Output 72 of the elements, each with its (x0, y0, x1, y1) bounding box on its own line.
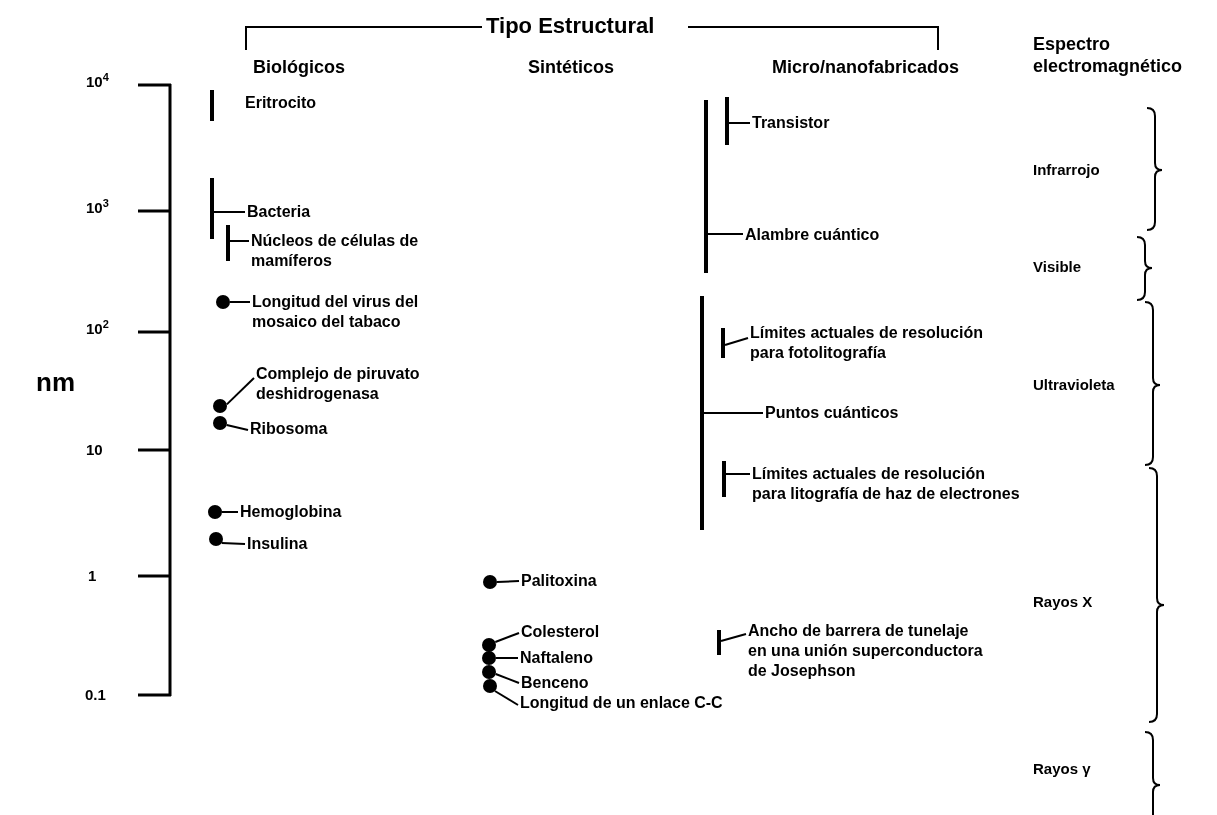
size-dot (208, 505, 222, 519)
leader-line (221, 511, 239, 513)
item-label: Eritrocito (245, 93, 317, 113)
range-bar (725, 97, 729, 145)
leader-line (225, 424, 249, 431)
size-dot (482, 651, 496, 665)
item-label: Benceno (521, 673, 589, 693)
item-label: Transistor (752, 113, 830, 133)
item-label: Ancho de barrera de tunelaje en una unión superconductora de Josephson (748, 621, 983, 681)
size-dot (216, 295, 230, 309)
size-dot (213, 416, 227, 430)
range-bar (704, 100, 708, 273)
item-label: Puntos cuánticos (765, 403, 899, 423)
leader-line (720, 633, 747, 642)
item-label: Bacteria (247, 202, 311, 222)
leader-line (229, 301, 251, 303)
item-label: Insulina (247, 534, 308, 554)
column-header: Biológicos (253, 57, 345, 77)
range-bar (722, 461, 726, 497)
item-label: Naftaleno (520, 648, 593, 668)
size-dot (209, 532, 223, 546)
tick-label: 1 (88, 566, 97, 586)
range-bar (226, 225, 230, 261)
size-dot (483, 679, 497, 693)
spectrum-label: Rayos γ (1033, 759, 1091, 779)
size-dot (482, 665, 496, 679)
bracket-title: Tipo Estructural (486, 12, 655, 40)
size-dot (482, 638, 496, 652)
tick-label: 10 (86, 440, 103, 460)
size-dot (483, 575, 497, 589)
leader-line (496, 580, 520, 583)
range-bar (717, 630, 721, 655)
range-bar (210, 178, 214, 239)
item-label: Alambre cuántico (745, 225, 880, 245)
leader-line (220, 542, 246, 545)
leader-line (225, 377, 255, 406)
spectrum-label: Infrarrojo (1033, 160, 1100, 180)
spectrum-label: Ultravioleta (1033, 375, 1115, 395)
tick-label: 10$^{3}$ (86, 198, 109, 218)
item-label: Límites actuales de resolución para litografía de haz de electrones (752, 464, 1020, 504)
item-label: Colesterol (521, 622, 600, 642)
leader-line (495, 657, 519, 659)
item-label: Complejo de piruvato deshidrogenasa (256, 364, 420, 404)
range-bar (700, 296, 704, 530)
item-label: Longitud de un enlace C-C (520, 693, 723, 713)
axis-unit: nm (36, 366, 75, 398)
leader-line (724, 337, 749, 346)
leader-line (494, 632, 520, 643)
tick-label: 0.1 (85, 685, 106, 705)
leader-line (728, 122, 751, 124)
item-label: Hemoglobina (240, 502, 342, 522)
leader-line (229, 240, 250, 242)
column-header: Micro/nanofabricados (772, 57, 960, 77)
tick-label: 10$^{4}$ (86, 72, 109, 92)
tick-label: 10$^{2}$ (86, 319, 109, 339)
leader-line (494, 673, 520, 684)
leader-line (707, 233, 744, 235)
leader-line (493, 690, 519, 706)
column-header: Sintéticos (528, 57, 615, 77)
range-bar (721, 328, 725, 358)
item-label: Ribosoma (250, 419, 328, 439)
leader-line (725, 473, 751, 475)
size-dot (213, 399, 227, 413)
item-label: Núcleos de células de mamíferos (251, 231, 419, 271)
spectrum-label: Visible (1033, 257, 1082, 277)
item-label: Límites actuales de resolución para fotolitografía (750, 323, 983, 363)
item-label: Longitud del virus del mosaico del tabaco (252, 292, 419, 332)
leader-line (703, 412, 764, 414)
leader-line (213, 211, 246, 213)
column-header: Espectro electromagnético (1033, 33, 1183, 77)
spectrum-label: Rayos X (1033, 592, 1093, 612)
item-label: Palitoxina (521, 571, 597, 591)
